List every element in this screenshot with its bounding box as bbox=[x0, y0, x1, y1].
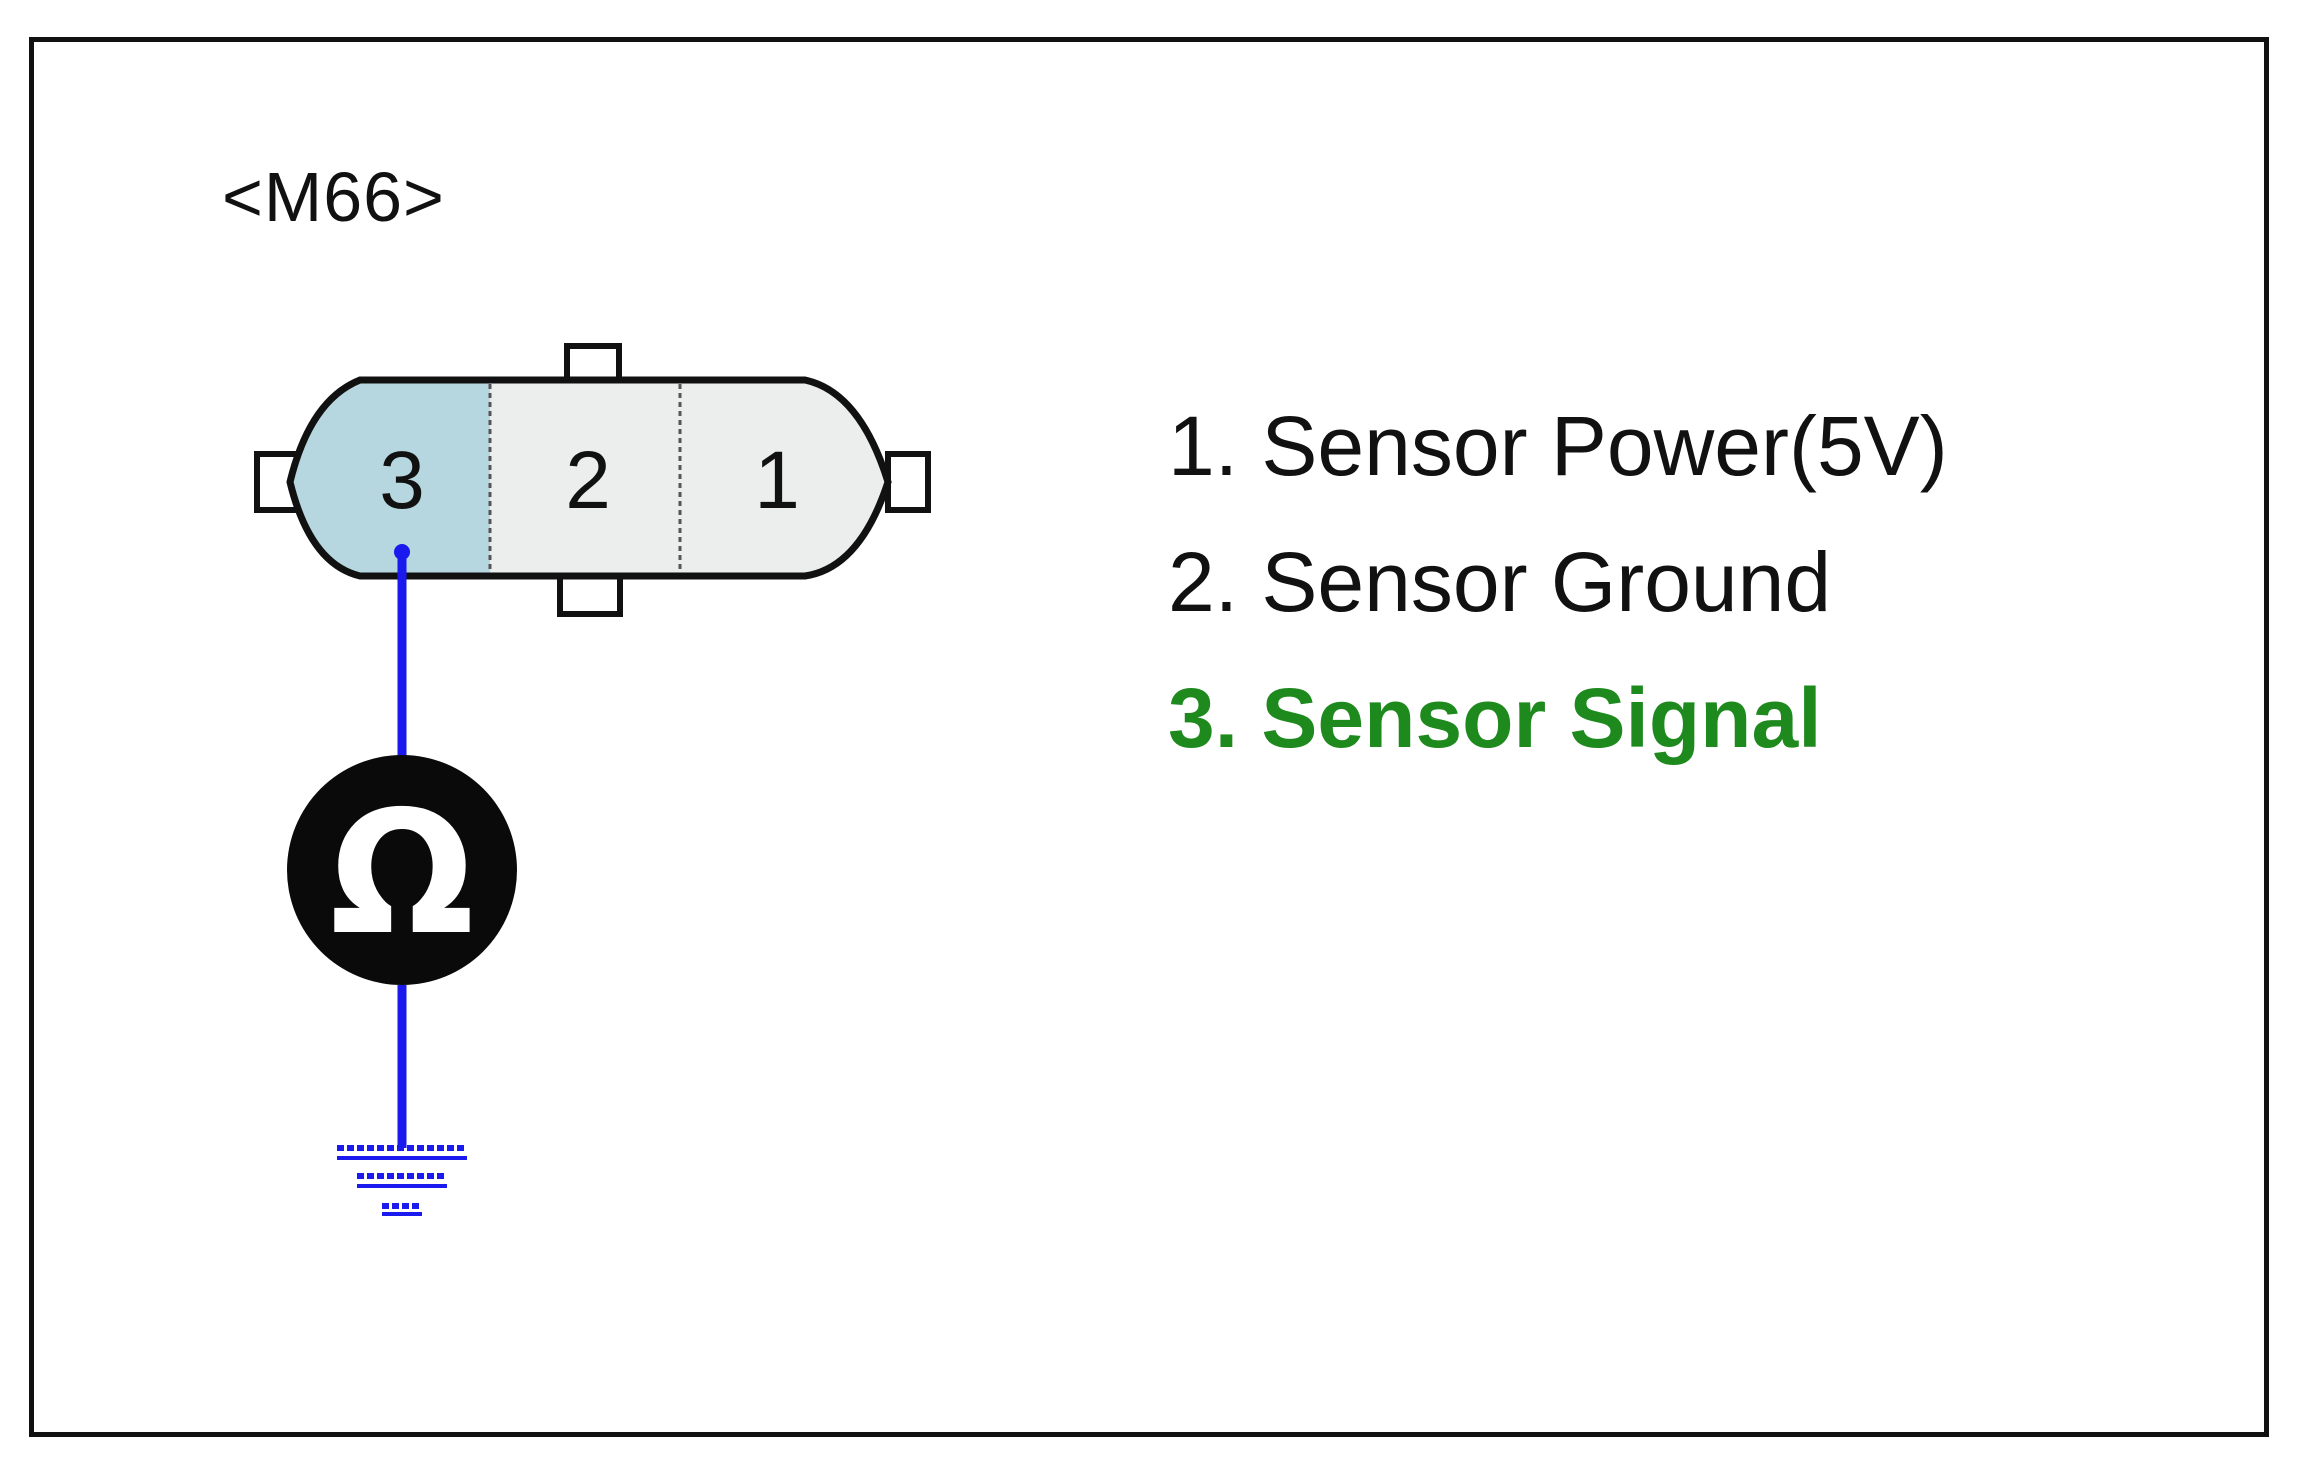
pin-cavity-1 bbox=[680, 380, 888, 576]
pin-description-1: 1. Sensor Power(5V) bbox=[1168, 399, 1948, 493]
ground-symbol-icon bbox=[337, 1145, 467, 1216]
pin-cavity-3 bbox=[290, 380, 490, 576]
pin-number-1: 1 bbox=[754, 435, 800, 526]
pin-cavity-2 bbox=[490, 380, 680, 576]
pin-description-3: 3. Sensor Signal bbox=[1168, 671, 1822, 765]
ohm-symbol: Ω bbox=[330, 775, 475, 973]
ohmmeter-icon: Ω bbox=[287, 755, 517, 985]
pin-number-2: 2 bbox=[565, 435, 611, 526]
connector-bottom-key bbox=[557, 571, 623, 617]
pin-number-3: 3 bbox=[379, 435, 425, 526]
connector-body: 3 2 1 bbox=[254, 343, 931, 617]
probe-contact-dot bbox=[394, 544, 410, 560]
connector-id-label: <M66> bbox=[222, 158, 445, 236]
connector-outline bbox=[286, 376, 892, 580]
pin-description-list: 1. Sensor Power(5V) 2. Sensor Ground 3. … bbox=[1168, 378, 1948, 786]
connector-right-ear bbox=[885, 451, 931, 513]
connector-top-latch bbox=[564, 343, 622, 383]
pin-description-2: 2. Sensor Ground bbox=[1168, 535, 1832, 629]
